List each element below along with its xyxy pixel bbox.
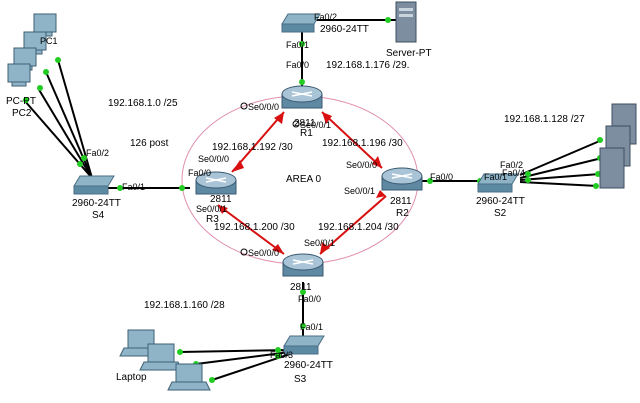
- s1-model-label: 2960-24TT: [320, 24, 369, 35]
- pc-pt-label: PC-PT: [6, 96, 36, 107]
- s4-name-label: S4: [92, 210, 105, 221]
- server-group-s2[interactable]: [599, 103, 637, 189]
- r2-model-label: 2811: [390, 196, 412, 207]
- serial-end-arrows: [218, 112, 386, 254]
- subnet-lan-r2: 192.168.1.128 /27: [504, 114, 585, 125]
- r3-posts-note: 126 post: [130, 138, 169, 149]
- port-s3-fa01: Fa0/1: [300, 322, 323, 332]
- port-s1-fa02: Fa0/2: [314, 12, 337, 22]
- server-label: Server-PT: [386, 48, 432, 59]
- port-s3-fa03: Fa0/3: [270, 350, 293, 360]
- port-r2-se001: Se0/0/1: [344, 186, 375, 196]
- s3-model-label: 2960-24TT: [284, 360, 333, 371]
- switch-s4[interactable]: [73, 175, 115, 195]
- s4-model-label: 2960-24TT: [72, 198, 121, 209]
- router-r3[interactable]: [195, 171, 237, 195]
- port-s2-fa01: Fa0/1: [484, 172, 507, 182]
- clock-icons: [240, 102, 300, 256]
- r3-name-label: R3: [206, 214, 219, 225]
- pc-group[interactable]: [7, 13, 57, 87]
- port-r3-se000: Se0/0/0: [198, 154, 229, 164]
- pc1-label: PC1: [40, 36, 58, 46]
- port-s2-fa03: Fa0/4: [502, 168, 525, 178]
- s2-model-label: 2960-24TT: [476, 196, 525, 207]
- server-icon[interactable]: [395, 1, 417, 43]
- laptop-label: Laptop: [116, 372, 147, 383]
- area-label: AREA 0: [286, 174, 321, 185]
- switch-s2[interactable]: [477, 173, 519, 193]
- port-r4-fa00: Fa0/0: [298, 294, 321, 304]
- s3-name-label: S3: [294, 374, 307, 385]
- subnet-lan-r3: 192.168.1.0 /25: [108, 98, 178, 109]
- subnet-server-lan: 192.168.1.176 /29.: [326, 60, 409, 71]
- r3-model-label: 2811: [210, 194, 232, 205]
- router-r2[interactable]: [381, 167, 423, 191]
- port-r3-fa00: Fa0/0: [188, 168, 211, 178]
- port-r2-se000: Se0/0/0: [346, 160, 377, 170]
- port-r4-se000: Se0/0/0: [248, 248, 279, 258]
- router-r1[interactable]: [281, 85, 323, 109]
- subnet-r1-r3: 192.168.1.192 /30: [212, 142, 293, 153]
- subnet-r3-r4: 192.168.1.200 /30: [214, 222, 295, 233]
- r1-model-label: 2811: [294, 118, 316, 129]
- switch-s1[interactable]: [281, 13, 321, 33]
- port-s2-fa02: Fa0/2: [500, 160, 523, 170]
- r1-name-label: R1: [300, 128, 313, 139]
- router-r4[interactable]: [282, 253, 324, 277]
- port-r1-se000: Se0/0/0: [248, 102, 279, 112]
- port-r4-se001: Se0/0/1: [304, 238, 335, 248]
- switch-s3[interactable]: [283, 335, 325, 355]
- port-s4-fa01: Fa0/1: [122, 182, 145, 192]
- port-r1-fa00: Fa0/0: [286, 60, 309, 70]
- port-r3-se001: Se0/0/1: [196, 204, 227, 214]
- r2-name-label: R2: [396, 208, 409, 219]
- subnet-r2-r4: 192.168.1.204 /30: [318, 222, 399, 233]
- port-r1-se001: Se0/0/1: [300, 120, 331, 130]
- port-s1-fa01: Fa0/1: [286, 40, 309, 50]
- port-s4-fa02: Fa0/2: [86, 148, 109, 158]
- port-r2-fa00: Fa0/0: [430, 172, 453, 182]
- pc2-label: PC2: [12, 108, 32, 119]
- subnet-lan-r4: 192.168.1.160 /28: [144, 300, 225, 311]
- r4-model-label: 2811: [290, 282, 312, 293]
- s2-name-label: S2: [494, 208, 507, 219]
- subnet-r1-r2: 192.168.1.196 /30: [322, 138, 403, 149]
- laptop-group[interactable]: [119, 329, 211, 391]
